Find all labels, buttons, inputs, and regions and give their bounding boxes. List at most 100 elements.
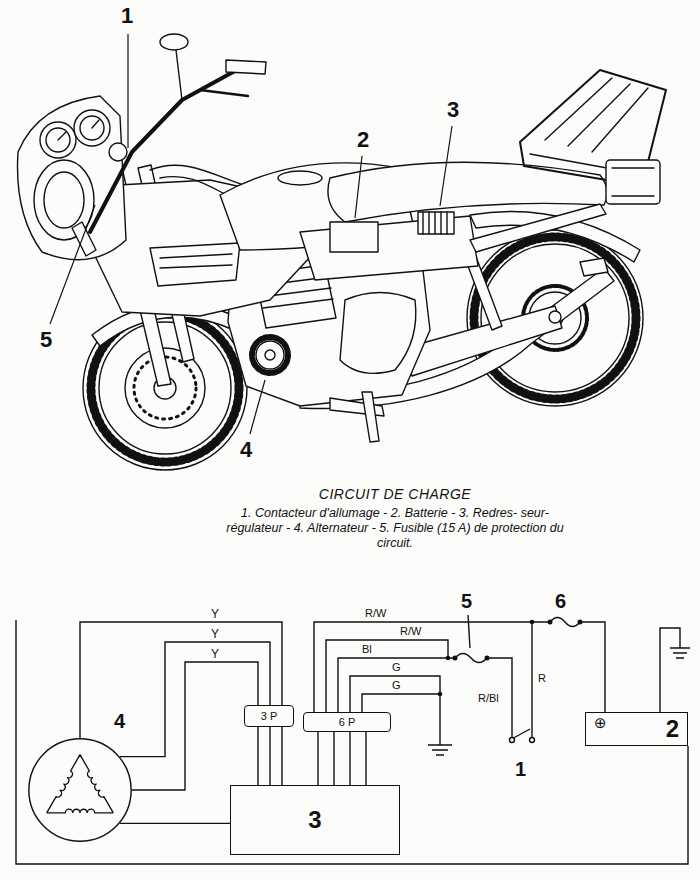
component-number: 2 xyxy=(666,716,679,742)
fuse-symbol xyxy=(453,656,457,660)
motorcycle-drawing xyxy=(176,50,182,100)
motorcycle-drawing xyxy=(90,66,244,232)
motorcycle-drawing xyxy=(256,341,284,369)
junction-dot xyxy=(530,620,535,625)
leader-line xyxy=(127,34,128,148)
wire xyxy=(338,658,455,712)
wire-code: Y xyxy=(210,607,220,621)
motorcycle-drawing xyxy=(330,222,378,252)
callout-number: 2 xyxy=(357,128,369,152)
leader-line xyxy=(50,34,452,434)
motorcycle-drawing xyxy=(340,293,416,374)
callout-number: 3 xyxy=(447,98,459,122)
component-number: 3 xyxy=(308,807,321,833)
connector-block: 3 P xyxy=(244,705,294,727)
wire-code: R/W xyxy=(400,625,421,637)
motorcycle-drawing xyxy=(481,244,629,392)
fuse-symbol xyxy=(453,618,582,663)
figure-caption: 1. Contacteur d'allumage - 2. Batterie -… xyxy=(225,506,565,551)
switch-symbol xyxy=(510,729,535,743)
wire-code: Y xyxy=(210,647,220,661)
wire-connector xyxy=(120,823,230,824)
wire xyxy=(350,676,440,745)
motorcycle-drawing xyxy=(330,398,384,416)
wire xyxy=(660,628,680,712)
callout-number: 1 xyxy=(121,4,133,28)
motorcycle-drawing xyxy=(18,34,667,470)
stator-winding xyxy=(47,755,114,813)
wire-code: R/Bl xyxy=(478,692,499,704)
junction-dot xyxy=(446,656,451,661)
motorcycle-drawing xyxy=(150,243,240,286)
wire-connector xyxy=(132,662,258,790)
wire xyxy=(580,622,605,712)
wire xyxy=(362,694,440,712)
ground-symbol xyxy=(428,648,690,755)
wire xyxy=(531,622,532,738)
motorcycle-drawing xyxy=(200,90,248,96)
motorcycle-drawing xyxy=(265,350,275,360)
wire xyxy=(16,615,688,864)
callout-number: 5 xyxy=(461,590,472,612)
motorcycle-drawing xyxy=(99,322,231,454)
switch-symbol xyxy=(530,738,535,743)
motorcycle-drawing xyxy=(160,254,232,268)
motorcycle-drawing xyxy=(58,132,66,140)
fuse-symbol xyxy=(485,656,489,660)
leader-line xyxy=(440,126,452,206)
callout-number: 5 xyxy=(40,328,52,352)
motorcycle-drawing xyxy=(226,60,266,74)
motorcycle-drawing xyxy=(18,96,127,260)
motorcycle-drawing xyxy=(278,171,322,185)
wire-code: G xyxy=(392,661,401,673)
wire-connector xyxy=(365,732,366,785)
motorcycle-drawing xyxy=(92,120,99,128)
switch-symbol xyxy=(514,729,531,738)
wire-connector xyxy=(269,727,270,785)
motorcycle-drawing xyxy=(470,204,606,252)
fuse-symbol xyxy=(548,620,552,624)
connector-block: 6 P xyxy=(303,712,391,732)
motorcycle-drawing xyxy=(160,34,188,50)
motorcycle-drawing xyxy=(549,311,561,323)
motorcycle-drawing xyxy=(423,212,447,234)
wire-code: G xyxy=(392,679,401,691)
fuse-symbol xyxy=(455,654,487,663)
fuse-symbol xyxy=(550,618,580,627)
motorcycle-drawing xyxy=(606,160,660,204)
ground-symbol xyxy=(670,648,690,658)
wire-code: R xyxy=(538,672,546,684)
component-number: 4 xyxy=(114,710,125,732)
motorcycle-drawing xyxy=(40,122,76,158)
wire-connector xyxy=(257,727,258,785)
motorcycle-drawing xyxy=(362,392,379,442)
wire-code: Y xyxy=(210,627,220,641)
wire-code: Bl xyxy=(362,643,372,655)
wire-connector xyxy=(333,732,334,785)
callout-number: 6 xyxy=(555,590,566,612)
alternator-circle xyxy=(28,738,132,842)
motorcycle-drawing xyxy=(252,337,288,373)
leader-line xyxy=(468,615,470,648)
junction-dot xyxy=(438,620,535,697)
fuse-symbol xyxy=(578,620,582,624)
motorcycle-drawing xyxy=(418,212,454,234)
polarity-mark: ⊕ xyxy=(594,715,607,732)
motorcycle-drawing xyxy=(612,168,654,196)
motorcycle-drawing xyxy=(46,128,70,152)
wire-connector xyxy=(317,732,318,785)
alternator-symbol: 4 xyxy=(28,738,132,842)
motorcycle-drawing xyxy=(44,172,84,228)
wire-connector xyxy=(281,727,282,785)
motorcycle-drawing xyxy=(580,258,608,276)
regulator-box: 3 xyxy=(230,785,400,855)
junction-dot xyxy=(438,692,443,697)
battery-box: ⊕2 xyxy=(585,712,688,746)
figure-title: CIRCUIT DE CHARGE xyxy=(215,487,575,502)
callout-number: 1 xyxy=(515,758,526,780)
frame-line xyxy=(16,620,688,864)
motorcycle-drawing xyxy=(80,116,104,140)
